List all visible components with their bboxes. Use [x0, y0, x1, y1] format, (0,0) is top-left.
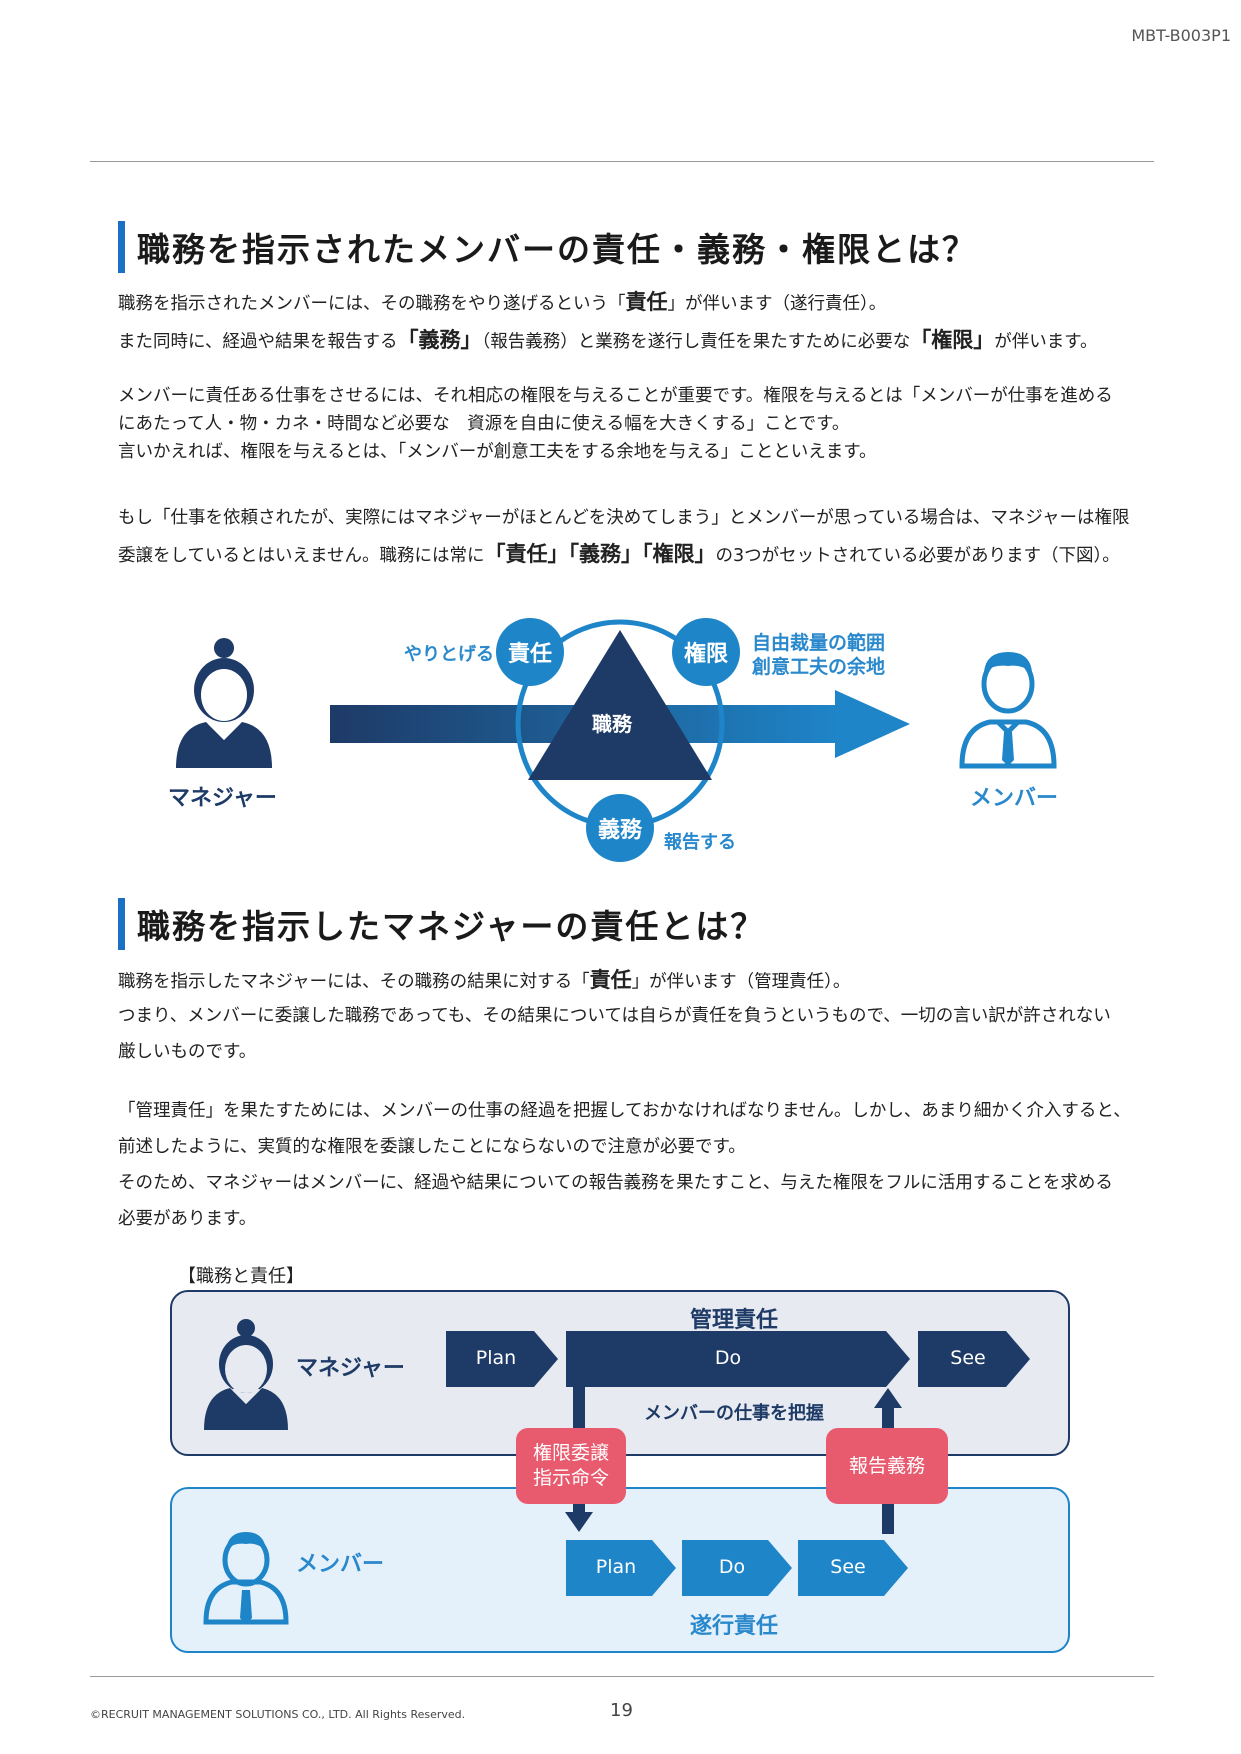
duty-note: 報告する [664, 832, 736, 853]
page-number: 19 [610, 1700, 633, 1721]
section-title-text: 職務を指示されたメンバーの責任・義務・権限とは？ [137, 230, 977, 269]
authority-note-2: 創意工夫の余地 [752, 656, 886, 678]
text-span: 」が伴います（管理責任）。 [631, 972, 851, 992]
job-triangle-diagram: マネジャー メンバー 職務 責任 権限 義務 やりとげる 自由裁量の範囲 創意工… [0, 600, 1241, 880]
manager-icon [176, 638, 272, 768]
text-span: 」が伴います（遂行責任）。 [667, 294, 887, 314]
job-center-label: 職務 [592, 712, 632, 736]
paragraph-manager-responsibility: 職務を指示したマネジャーには、その職務の結果に対する「責任」が伴います（管理責任… [118, 964, 1138, 1068]
header-divider [90, 161, 1154, 162]
delegation-arrow-head [565, 1512, 593, 1532]
delegation-box: 権限委譲 指示命令 [516, 1428, 626, 1504]
paragraph-member-responsibility: 職務を指示されたメンバーには、その職務をやり遂げるという「責任」が伴います（遂行… [118, 286, 1138, 356]
title-accent-bar [118, 221, 125, 273]
report-duty-box: 報告義務 [826, 1428, 948, 1504]
delegation-text-1: 権限委譲 [532, 1442, 609, 1464]
manager-see-label: See [950, 1347, 986, 1369]
footer-divider [90, 1676, 1154, 1677]
manager-do-chevron [566, 1331, 910, 1387]
member-icon [203, 1532, 289, 1625]
text-line: 前述したように、実質的な権限を委譲したことにならないので注意が必要です。 [118, 1137, 746, 1157]
text-span: 職務を指示されたメンバーには、その職務をやり遂げるという「 [118, 294, 626, 314]
responsibility-note: やりとげる [404, 644, 494, 665]
manager-label: マネジャー [168, 786, 277, 811]
member-plan-chevron [566, 1540, 676, 1596]
title-accent-bar [118, 898, 125, 950]
authority-circle: 権限 [672, 618, 740, 686]
text-line: にあたって人・物・カネ・時間など必要な 資源を自由に使える幅を大きくする」ことで… [118, 414, 850, 434]
text-span: （報告義務）と業務を遂行し責任を果たすために必要な [481, 332, 911, 352]
emphasis-responsibility: 責任 [589, 968, 632, 992]
text-line: 言いかえれば、権限を与えるとは、「メンバーが創意工夫をする余地を与える」こととい… [118, 442, 877, 462]
text-span: の3つがセットされている必要があります（下図）。 [715, 546, 1120, 566]
execution-responsibility-label: 遂行責任 [690, 1614, 779, 1639]
member-do-label: Do [718, 1556, 746, 1578]
member-do-chevron [682, 1540, 792, 1596]
duty-circle: 義務 [586, 794, 654, 862]
paragraph-delegation: もし「仕事を依頼されたが、実際にはマネジャーがほとんどを決めてしまう」とメンバー… [118, 502, 1138, 570]
section-title-text: 職務を指示したマネジャーの責任とは？ [137, 907, 766, 946]
text-line: もし「仕事を依頼されたが、実際にはマネジャーがほとんどを決めてしまう」とメンバー… [118, 508, 1130, 528]
manager-plan-label: Plan [475, 1347, 517, 1369]
member-label: メンバー [296, 1552, 385, 1577]
section-title-member: 職務を指示されたメンバーの責任・義務・権限とは？ [118, 221, 977, 273]
manager-do-label: Do [714, 1347, 742, 1369]
paragraph-management: 「管理責任」を果たすためには、メンバーの仕事の経過を把握しておかなければなりませ… [118, 1093, 1138, 1237]
text-line: つまり、メンバーに委譲した職務であっても、その結果については自らが責任を負うとい… [118, 1006, 1111, 1026]
delegation-text-2: 指示命令 [532, 1467, 609, 1489]
text-span: 委譲をしているとはいえません。職務には常に [118, 546, 485, 566]
grasp-work-label: メンバーの仕事を把握 [644, 1403, 824, 1424]
manager-label: マネジャー [296, 1356, 405, 1381]
job-responsibility-graphics [203, 1319, 1030, 1625]
report-duty-text: 報告義務 [848, 1454, 925, 1477]
text-line: メンバーに責任ある仕事をさせるには、それ相応の権限を与えることが重要です。権限を… [118, 386, 1113, 406]
paragraph-authority: メンバーに責任ある仕事をさせるには、それ相応の権限を与えることが重要です。権限を… [118, 382, 1138, 466]
text-line: 必要があります。 [118, 1209, 257, 1229]
text-span: 職務を指示したマネジャーには、その職務の結果に対する「 [118, 972, 590, 992]
manager-plan-chevron [446, 1331, 558, 1387]
authority-note-1: 自由裁量の範囲 [752, 632, 886, 654]
text-line: 厳しいものです。 [118, 1042, 257, 1062]
emphasis-authority: 「権限」 [910, 328, 995, 352]
emphasis-responsibility: 責任 [625, 290, 668, 314]
responsibility-circle: 責任 [496, 618, 564, 686]
text-span: また同時に、経過や結果を報告する [118, 332, 398, 352]
member-icon-fill [984, 652, 1032, 766]
document-code: MBT-B003P1 [1131, 26, 1231, 45]
copyright: ©RECRUIT MANAGEMENT SOLUTIONS CO., LTD. … [90, 1708, 466, 1721]
manager-see-chevron [918, 1331, 1030, 1387]
flow-arrow-head [835, 690, 910, 758]
report-arrow-head [874, 1388, 902, 1408]
emphasis-duty: 「義務」 [397, 328, 482, 352]
member-label: メンバー [970, 786, 1059, 811]
text-span: が伴います。 [994, 332, 1098, 352]
member-see-label: See [830, 1556, 866, 1578]
management-responsibility-label: 管理責任 [690, 1308, 779, 1333]
member-plan-label: Plan [595, 1556, 637, 1578]
text-line: 「管理責任」を果たすためには、メンバーの仕事の経過を把握しておかなければなりませ… [118, 1101, 1131, 1121]
job-triangle [528, 630, 712, 780]
section-title-manager: 職務を指示したマネジャーの責任とは？ [118, 898, 765, 950]
text-line: そのため、マネジャーはメンバーに、経過や結果についての報告義務を果たすこと、与え… [118, 1173, 1113, 1193]
emphasis-three-elements: 「責任」「義務」「権限」 [484, 542, 716, 566]
diagram-caption: 【職務と責任】 [178, 1266, 304, 1287]
manager-icon [204, 1319, 288, 1430]
member-see-chevron [798, 1540, 908, 1596]
